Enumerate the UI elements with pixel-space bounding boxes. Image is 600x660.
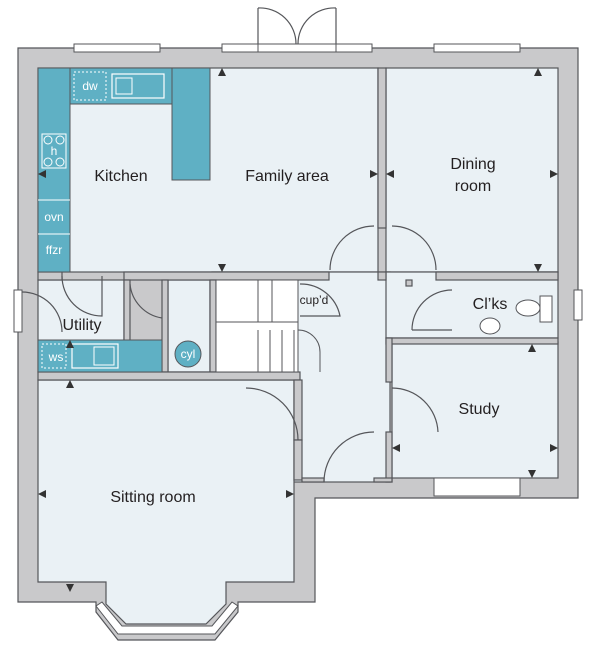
windows bbox=[13, 43, 583, 635]
dining-depth-arrow bbox=[534, 68, 542, 272]
sitting-width-arrow bbox=[38, 490, 294, 498]
wall-cyl-east bbox=[209, 279, 217, 373]
wall-study-west bbox=[385, 337, 393, 383]
french-door-right-swing bbox=[297, 7, 337, 45]
wall-sitting-east-upper bbox=[293, 379, 303, 441]
study-width-arrow bbox=[392, 444, 558, 452]
wall-sitting-north bbox=[37, 371, 301, 381]
washing-machine-label: ws bbox=[48, 350, 64, 364]
utility-depth-arrow bbox=[66, 340, 74, 348]
sink-bowl bbox=[115, 77, 133, 95]
dining-room-label-line1: Dining bbox=[450, 156, 495, 173]
window-study bbox=[433, 477, 521, 497]
oven-label: ovn bbox=[44, 210, 63, 224]
cloakroom-label: Cl’ks bbox=[473, 296, 508, 313]
door-dining-hall bbox=[391, 225, 437, 271]
door-sitting-hall bbox=[245, 387, 299, 441]
dishwasher-label: dw bbox=[82, 79, 98, 93]
kitchen-worktop-west bbox=[37, 67, 71, 273]
wall-hall-south-east bbox=[373, 477, 393, 483]
window-kitchen bbox=[73, 43, 161, 53]
hob-ring-2 bbox=[55, 135, 65, 145]
hob-ring-3 bbox=[43, 157, 53, 167]
family-area-label: Family area bbox=[245, 168, 329, 185]
fridge-freezer-label: ffzr bbox=[46, 243, 62, 257]
door-utility-outside bbox=[21, 291, 63, 333]
wall-clks-west bbox=[405, 279, 413, 287]
dimension-arrows bbox=[38, 68, 558, 592]
cylinder-tank bbox=[174, 340, 202, 368]
window-family-right bbox=[335, 43, 373, 53]
staircase bbox=[215, 279, 321, 373]
study-floor bbox=[391, 341, 559, 479]
door-study-hall bbox=[391, 387, 439, 433]
kitchen-family-width-arrow bbox=[38, 170, 378, 178]
wall-kitchen-utility bbox=[37, 271, 63, 281]
wall-study-north bbox=[385, 337, 559, 345]
wc-cistern bbox=[539, 295, 553, 323]
wall-family-dining bbox=[377, 67, 387, 229]
sitting-room-label: Sitting room bbox=[110, 489, 195, 506]
sitting-depth-arrow bbox=[66, 380, 74, 592]
cloakroom-fixtures bbox=[411, 289, 553, 335]
wall-utility-top bbox=[123, 271, 330, 281]
dining-room-label-line2: room bbox=[455, 178, 491, 195]
cupboard-door-swing bbox=[299, 283, 341, 317]
study-depth-arrow bbox=[528, 344, 536, 478]
stair-outline bbox=[215, 279, 299, 373]
wall-study-west-lower bbox=[385, 431, 393, 483]
room-labels: Kitchen Family area Dining room Utility … bbox=[62, 156, 507, 506]
hob-ring-1 bbox=[43, 135, 53, 145]
understairs-cupboard: cup’d bbox=[299, 283, 341, 317]
window-dining bbox=[433, 43, 521, 53]
french-doors bbox=[257, 7, 337, 53]
kitchen-island bbox=[171, 67, 211, 181]
wc-pan bbox=[515, 299, 541, 317]
doors bbox=[21, 225, 439, 483]
basin bbox=[479, 317, 501, 335]
sink-unit bbox=[111, 73, 165, 99]
stair-newel-curve bbox=[297, 329, 321, 372]
cylinder-label: cyl bbox=[181, 347, 196, 361]
wall-dining-door-jamb bbox=[377, 271, 387, 281]
utility-label: Utility bbox=[62, 317, 101, 334]
utility-worktop bbox=[37, 339, 163, 373]
utility-sink-bowl bbox=[93, 346, 115, 366]
hob-ring-4 bbox=[55, 157, 65, 167]
dishwasher bbox=[73, 71, 107, 101]
window-utility bbox=[13, 289, 23, 333]
dining-width-arrow bbox=[386, 170, 558, 178]
french-door-left-swing bbox=[257, 7, 297, 45]
kitchen-units: dw h ovn ffzr bbox=[37, 67, 211, 273]
wall-dining-south bbox=[435, 271, 559, 281]
door-kitchen-utility bbox=[61, 275, 103, 317]
kitchen-label: Kitchen bbox=[94, 168, 147, 185]
window-bay-sitting bbox=[95, 601, 239, 635]
window-family-left bbox=[221, 43, 259, 53]
cloakroom-door-swing bbox=[411, 289, 453, 331]
wall-hall-south bbox=[301, 477, 325, 483]
french-door-opening bbox=[257, 43, 337, 53]
hob bbox=[41, 133, 67, 169]
door-utility-cyl bbox=[129, 283, 163, 319]
window-clks bbox=[573, 289, 583, 321]
door-family-hall bbox=[329, 225, 375, 271]
hob-label: h bbox=[51, 144, 58, 158]
utility-units: ws bbox=[37, 339, 163, 373]
cupboard-label: cup’d bbox=[300, 293, 329, 307]
door-front-entrance bbox=[323, 431, 375, 483]
kitchen-family-depth-arrow bbox=[218, 68, 226, 272]
sitting-room-floor bbox=[37, 379, 295, 625]
wall-sitting-east-lower bbox=[293, 439, 303, 481]
study-label: Study bbox=[459, 401, 500, 418]
wall-cyl-west bbox=[161, 279, 169, 373]
utility-sink bbox=[71, 343, 119, 369]
cylinder: cyl bbox=[174, 340, 202, 368]
washing-machine bbox=[41, 343, 67, 369]
